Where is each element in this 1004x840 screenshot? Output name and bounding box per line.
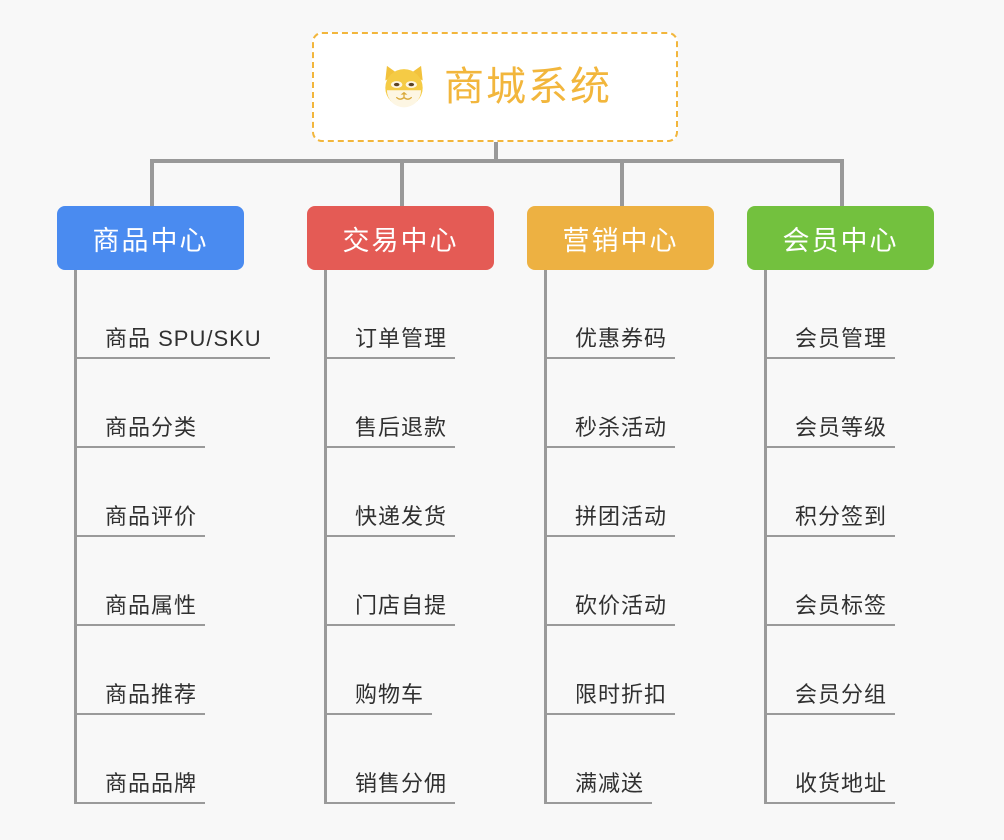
leaf-item[interactable]: 会员管理 [767, 270, 934, 359]
branch-header[interactable]: 商品中心 [57, 206, 244, 270]
leaf-item-label: 商品分类 [105, 416, 206, 448]
leaf-item[interactable]: 订单管理 [327, 270, 494, 359]
connector-drop-1 [150, 159, 154, 207]
leaf-item-label: 满减送 [575, 772, 653, 804]
leaf-item[interactable]: 购物车 [327, 626, 494, 715]
branch-column: 交易中心订单管理售后退款快递发货门店自提购物车销售分佣 [307, 206, 494, 804]
connector-drop-4 [840, 159, 844, 207]
branch-header-label: 商品中心 [92, 225, 209, 256]
leaf-item-label: 会员分组 [795, 683, 896, 715]
leaf-item-label: 限时折扣 [575, 683, 676, 715]
leaf-item-label: 优惠券码 [575, 327, 676, 359]
root-title: 商城系统 [444, 65, 612, 109]
leaf-list: 会员管理会员等级积分签到会员标签会员分组收货地址 [764, 270, 934, 804]
leaf-item-label: 砍价活动 [575, 594, 676, 626]
leaf-item-label: 商品 SPU/SKU [105, 327, 270, 359]
leaf-item-label: 售后退款 [355, 416, 456, 448]
branch-header[interactable]: 营销中心 [527, 206, 714, 270]
leaf-item[interactable]: 秒杀活动 [547, 359, 714, 448]
leaf-item[interactable]: 商品属性 [77, 537, 244, 626]
leaf-item-label: 门店自提 [355, 594, 456, 626]
leaf-item[interactable]: 会员标签 [767, 537, 934, 626]
leaf-item-label: 商品推荐 [105, 683, 206, 715]
leaf-item-label: 购物车 [355, 683, 433, 715]
leaf-item[interactable]: 收货地址 [767, 715, 934, 804]
branch-header[interactable]: 交易中心 [307, 206, 494, 270]
connector-horizontal-bus [150, 159, 840, 163]
leaf-item[interactable]: 商品 SPU/SKU [77, 270, 270, 359]
leaf-list: 订单管理售后退款快递发货门店自提购物车销售分佣 [324, 270, 494, 804]
connector-drop-2 [400, 159, 404, 207]
leaf-item[interactable]: 商品品牌 [77, 715, 244, 804]
connector-drop-3 [620, 159, 624, 207]
leaf-item[interactable]: 售后退款 [327, 359, 494, 448]
leaf-item-label: 商品属性 [105, 594, 206, 626]
shiba-dog-face-icon [378, 61, 430, 113]
leaf-item[interactable]: 优惠券码 [547, 270, 714, 359]
leaf-item-label: 订单管理 [355, 327, 456, 359]
leaf-item[interactable]: 拼团活动 [547, 448, 714, 537]
leaf-list: 商品 SPU/SKU 商品分类商品评价商品属性商品推荐商品品牌 [74, 270, 270, 804]
root-node[interactable]: 商城系统 [312, 32, 678, 142]
branch-column: 会员中心会员管理会员等级积分签到会员标签会员分组收货地址 [747, 206, 934, 804]
leaf-item[interactable]: 快递发货 [327, 448, 494, 537]
leaf-item[interactable]: 限时折扣 [547, 626, 714, 715]
leaf-item[interactable]: 满减送 [547, 715, 714, 804]
leaf-item[interactable]: 销售分佣 [327, 715, 494, 804]
leaf-item-label: 收货地址 [795, 772, 896, 804]
connector-root-stem [494, 142, 498, 162]
leaf-list: 优惠券码秒杀活动拼团活动砍价活动限时折扣满减送 [544, 270, 714, 804]
leaf-item[interactable]: 积分签到 [767, 448, 934, 537]
leaf-item-label: 积分签到 [795, 505, 896, 537]
leaf-item-label: 快递发货 [355, 505, 456, 537]
leaf-item-label: 销售分佣 [355, 772, 456, 804]
branch-header[interactable]: 会员中心 [747, 206, 934, 270]
branch-header-label: 交易中心 [342, 225, 459, 256]
branch-header-label: 营销中心 [562, 225, 679, 256]
leaf-item[interactable]: 商品评价 [77, 448, 244, 537]
branch-column: 营销中心优惠券码秒杀活动拼团活动砍价活动限时折扣满减送 [527, 206, 714, 804]
leaf-item-label: 拼团活动 [575, 505, 676, 537]
leaf-item-label: 会员等级 [795, 416, 896, 448]
leaf-item-label: 秒杀活动 [575, 416, 676, 448]
leaf-item[interactable]: 门店自提 [327, 537, 494, 626]
leaf-item[interactable]: 会员分组 [767, 626, 934, 715]
leaf-item-label: 商品评价 [105, 505, 206, 537]
leaf-item[interactable]: 商品推荐 [77, 626, 244, 715]
leaf-item-label: 会员标签 [795, 594, 896, 626]
branch-header-label: 会员中心 [782, 225, 899, 256]
leaf-item-label: 商品品牌 [105, 772, 206, 804]
leaf-item[interactable]: 砍价活动 [547, 537, 714, 626]
branch-column: 商品中心商品 SPU/SKU 商品分类商品评价商品属性商品推荐商品品牌 [57, 206, 270, 804]
leaf-item[interactable]: 会员等级 [767, 359, 934, 448]
leaf-item[interactable]: 商品分类 [77, 359, 244, 448]
leaf-item-label: 会员管理 [795, 327, 896, 359]
